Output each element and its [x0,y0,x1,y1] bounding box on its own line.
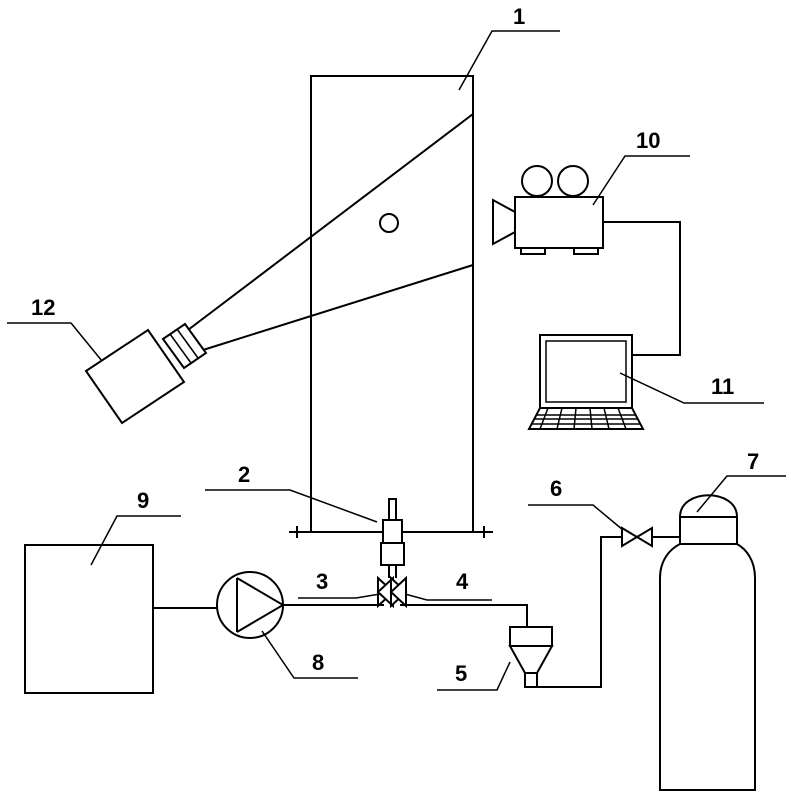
chamber [289,76,493,538]
label-7: 7 [747,449,759,474]
label-9: 9 [137,488,149,513]
label-8: 8 [312,650,324,675]
gas-valve [622,528,652,546]
gas-cylinder [660,495,755,790]
pipe-valve-cyclone [400,605,527,627]
camera [493,166,603,254]
label-10: 10 [636,128,660,153]
light-source [86,324,206,423]
light-sheet-beams [184,114,473,350]
cyclone-feeder [510,627,552,687]
pipe-cyclone-gas [537,537,622,687]
nozzle [381,499,404,578]
label-11: 11 [711,374,734,399]
label-6: 6 [550,476,562,501]
laptop-computer [529,335,643,429]
label-1: 1 [513,4,525,29]
label-4: 4 [456,569,469,594]
label-12: 12 [31,295,55,320]
valves-3-4 [378,578,406,606]
label-2: 2 [238,462,250,487]
pump [217,572,283,638]
label-5: 5 [455,661,467,686]
particle-circle [380,214,398,232]
tank [25,545,153,693]
label-3: 3 [316,569,328,594]
